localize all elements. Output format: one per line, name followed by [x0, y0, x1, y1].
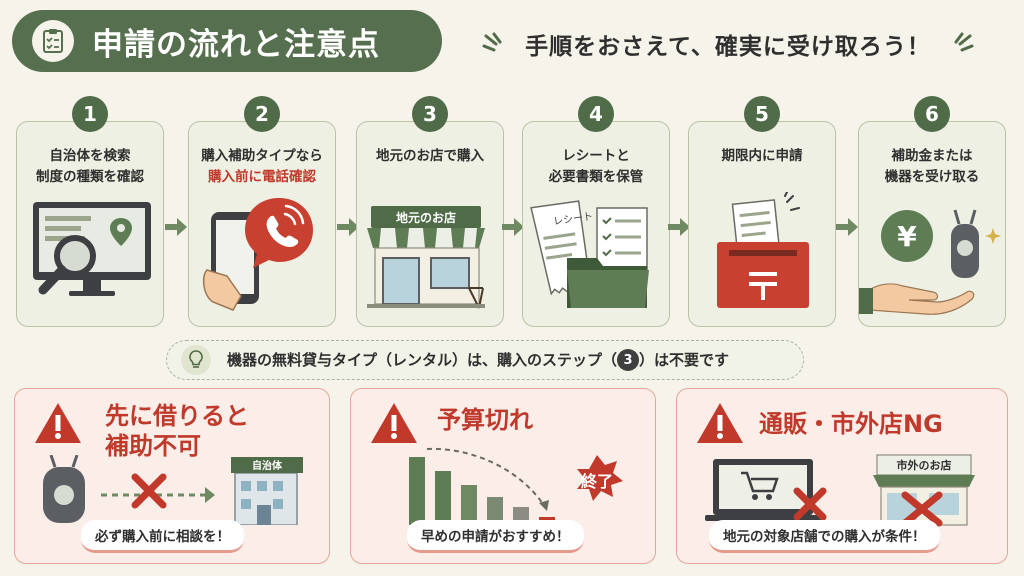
- phone-call-icon: [202, 198, 313, 311]
- step-number-1: 1: [72, 96, 108, 132]
- step-line1: レシートと: [562, 148, 630, 164]
- step-line2: 機器を受け取る: [884, 169, 980, 185]
- warning-triangle-icon: [371, 403, 417, 443]
- warning-title: 予算切れ: [437, 405, 533, 435]
- spark-left-icon: [482, 32, 502, 52]
- warning-title-line2: 補助不可: [105, 432, 201, 460]
- subtitle-area: 手順をおさえて、確実に受け取ろう！: [478, 26, 978, 62]
- arrow-right-icon: [668, 218, 690, 236]
- page-title: 申請の流れと注意点: [92, 26, 380, 63]
- monitor-search-icon: [33, 202, 151, 296]
- step-text: 購入補助タイプなら 購入前に電話確認: [189, 146, 335, 188]
- note-step-circle: 3: [617, 349, 640, 372]
- step-number-5: 5: [744, 96, 780, 132]
- arrow-right-icon: [165, 218, 187, 236]
- warning-title-line1: 予算切れ: [437, 406, 533, 434]
- yen-device-hand-icon: ¥: [859, 209, 1001, 315]
- warning-triangle-icon: [697, 403, 743, 443]
- step-card-2: 購入補助タイプなら 購入前に電話確認: [188, 121, 336, 327]
- warning-footer: 必ず購入前に相談を！: [81, 520, 244, 553]
- note-text: 機器の無料貸与タイプ（レンタル）は、購入のステップ（3）は不要です: [227, 349, 729, 372]
- step-card-5: 期限内に申請: [688, 121, 836, 327]
- step-number-6: 6: [914, 96, 950, 132]
- warning-title: 先に借りると 補助不可: [105, 401, 249, 461]
- step-line1: 補助金または: [891, 148, 973, 164]
- warning-footer: 地元の対象店舗での購入が条件！: [709, 520, 940, 553]
- step-number-3: 3: [412, 96, 448, 132]
- step-line2: 必要書類を保管: [548, 169, 644, 185]
- step-text: 期限内に申請: [689, 146, 835, 167]
- step-text: 補助金または 機器を受け取る: [859, 146, 1005, 188]
- shop-front-icon: 地元のお店: [367, 206, 485, 309]
- step-line2-highlight: 購入前に電話確認: [208, 169, 316, 185]
- step-card-4: レシートと 必要書類を保管 レシート: [522, 121, 670, 327]
- warning-footer: 早めの申請がおすすめ！: [407, 520, 584, 553]
- lightbulb-icon: [181, 345, 211, 375]
- step-text: レシートと 必要書類を保管: [523, 146, 669, 188]
- out-of-town-store-sign: 市外のお店: [897, 458, 952, 472]
- yen-symbol: ¥: [897, 220, 917, 253]
- step-line1: 期限内に申請: [721, 148, 803, 164]
- warning-panel-borrow-first: 先に借りると 補助不可 自治体 必ず購入前に相談を！: [14, 388, 330, 564]
- note-text-before: 機器の無料貸与タイプ（レンタル）は、購入のステップ（: [227, 350, 618, 369]
- warning-title: 通販・市外店NG: [759, 409, 943, 439]
- warning-triangle-icon: [35, 403, 81, 443]
- submission-box-icon: [717, 192, 809, 308]
- step-card-6: 補助金または 機器を受け取る ¥: [858, 121, 1006, 327]
- step-card-3: 地元のお店で購入 地元のお店: [356, 121, 504, 327]
- step-line1: 自治体を検索: [49, 148, 131, 164]
- clipboard-icon: [32, 20, 74, 62]
- step-card-1: 自治体を検索 制度の種類を確認: [16, 121, 164, 327]
- arrow-right-icon: [836, 218, 858, 236]
- step-text: 地元のお店で購入: [357, 146, 503, 167]
- warning-panel-online-store: 通販・市外店NG 市外のお店 地元の対象店舗での購入が条件！: [676, 388, 1008, 564]
- warning-title-line1: 通販・市外店NG: [759, 410, 943, 438]
- ended-badge-text: 終了: [581, 472, 613, 491]
- note-text-after: ）は不要です: [639, 350, 730, 369]
- warning-title-line1: 先に借りると: [105, 402, 249, 430]
- step-number-4: 4: [578, 96, 614, 132]
- step-text: 自治体を検索 制度の種類を確認: [17, 146, 163, 188]
- step-line2: 制度の種類を確認: [36, 169, 144, 185]
- online-and-out-of-town-store-illustration: 市外のお店: [705, 454, 975, 527]
- arrow-right-icon: [502, 218, 524, 236]
- device-to-municipality-illustration: 自治体: [43, 455, 303, 525]
- step-number-2: 2: [244, 96, 280, 132]
- documents-folder-icon: レシート: [530, 200, 649, 308]
- municipality-sign-text: 自治体: [252, 459, 283, 472]
- step-line1: 地元のお店で購入: [376, 148, 484, 164]
- title-banner: 申請の流れと注意点: [12, 10, 442, 72]
- step-line1: 購入補助タイプなら: [201, 148, 323, 164]
- page-subtitle: 手順をおさえて、確実に受け取ろう！: [525, 34, 931, 60]
- arrow-right-icon: [337, 218, 359, 236]
- shop-sign-text: 地元のお店: [396, 210, 456, 225]
- rental-note: 機器の無料貸与タイプ（レンタル）は、購入のステップ（3）は不要です: [166, 340, 804, 380]
- budget-decrease-illustration: 終了: [409, 447, 623, 525]
- spark-right-icon: [954, 32, 974, 52]
- warning-panel-budget: 予算切れ 終了 早めの申請がおすすめ！: [350, 388, 656, 564]
